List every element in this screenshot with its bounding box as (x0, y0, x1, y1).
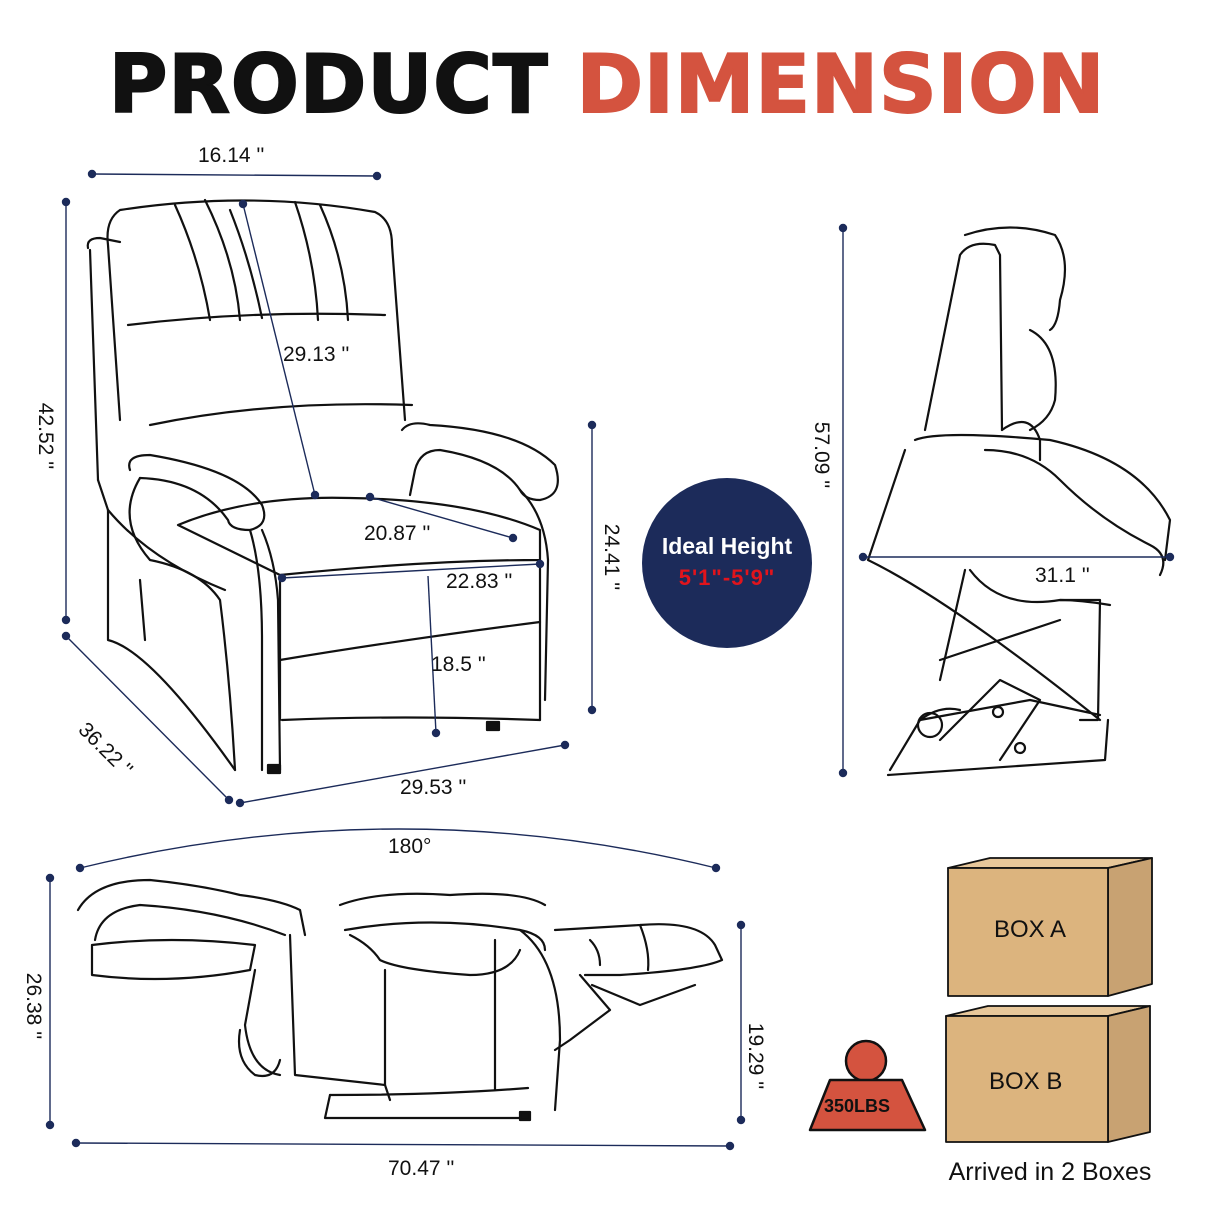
ideal-height-range: 5'1"-5'9" (678, 565, 776, 590)
ideal-height-badge: Ideal Height 5'1"-5'9" (642, 478, 812, 648)
dim-recline-back-height: 26.38 '' (22, 972, 45, 1040)
dim-side-height: 57.09 '' (810, 421, 833, 489)
box-b-label: BOX B (989, 1068, 1063, 1095)
weight-icon (808, 1039, 927, 1132)
boxes-caption: Arrived in 2 Boxes (948, 1158, 1152, 1186)
dim-back-diagonal: 29.13 '' (283, 343, 350, 366)
dim-recline-length: 70.47 '' (388, 1157, 455, 1180)
ideal-height-label: Ideal Height (661, 533, 793, 559)
weight-capacity-label: 350LBS (824, 1096, 891, 1116)
dim-seat-height: 24.41 '' (600, 523, 623, 591)
title-dimension: DIMENSION (576, 37, 1106, 132)
box-a-label: BOX A (994, 916, 1067, 943)
dim-seat-width: 22.83 '' (446, 570, 513, 593)
dim-top-width: 16.14 '' (198, 144, 265, 167)
title-product: PRODUCT (108, 37, 549, 132)
dim-recline-angle: 180° (388, 835, 432, 858)
dim-seat-to-floor: 18.5 '' (431, 653, 486, 676)
dim-side-depth: 31.1 '' (1035, 564, 1090, 587)
dimension-lines (45, 169, 1175, 1151)
box-b-icon (945, 1005, 1151, 1143)
dim-front-height: 42.52 '' (34, 402, 57, 470)
side-chair-drawing (866, 226, 1172, 777)
dim-seat-depth: 20.87 '' (364, 522, 431, 545)
dim-recline-front-height: 19.29 '' (744, 1022, 767, 1090)
box-a-icon (947, 857, 1153, 997)
page-title: PRODUCT DIMENSION (0, 37, 1214, 132)
recline-chair-drawing (76, 878, 724, 1122)
front-chair-drawing (86, 198, 559, 775)
dim-width: 29.53 '' (400, 776, 467, 799)
